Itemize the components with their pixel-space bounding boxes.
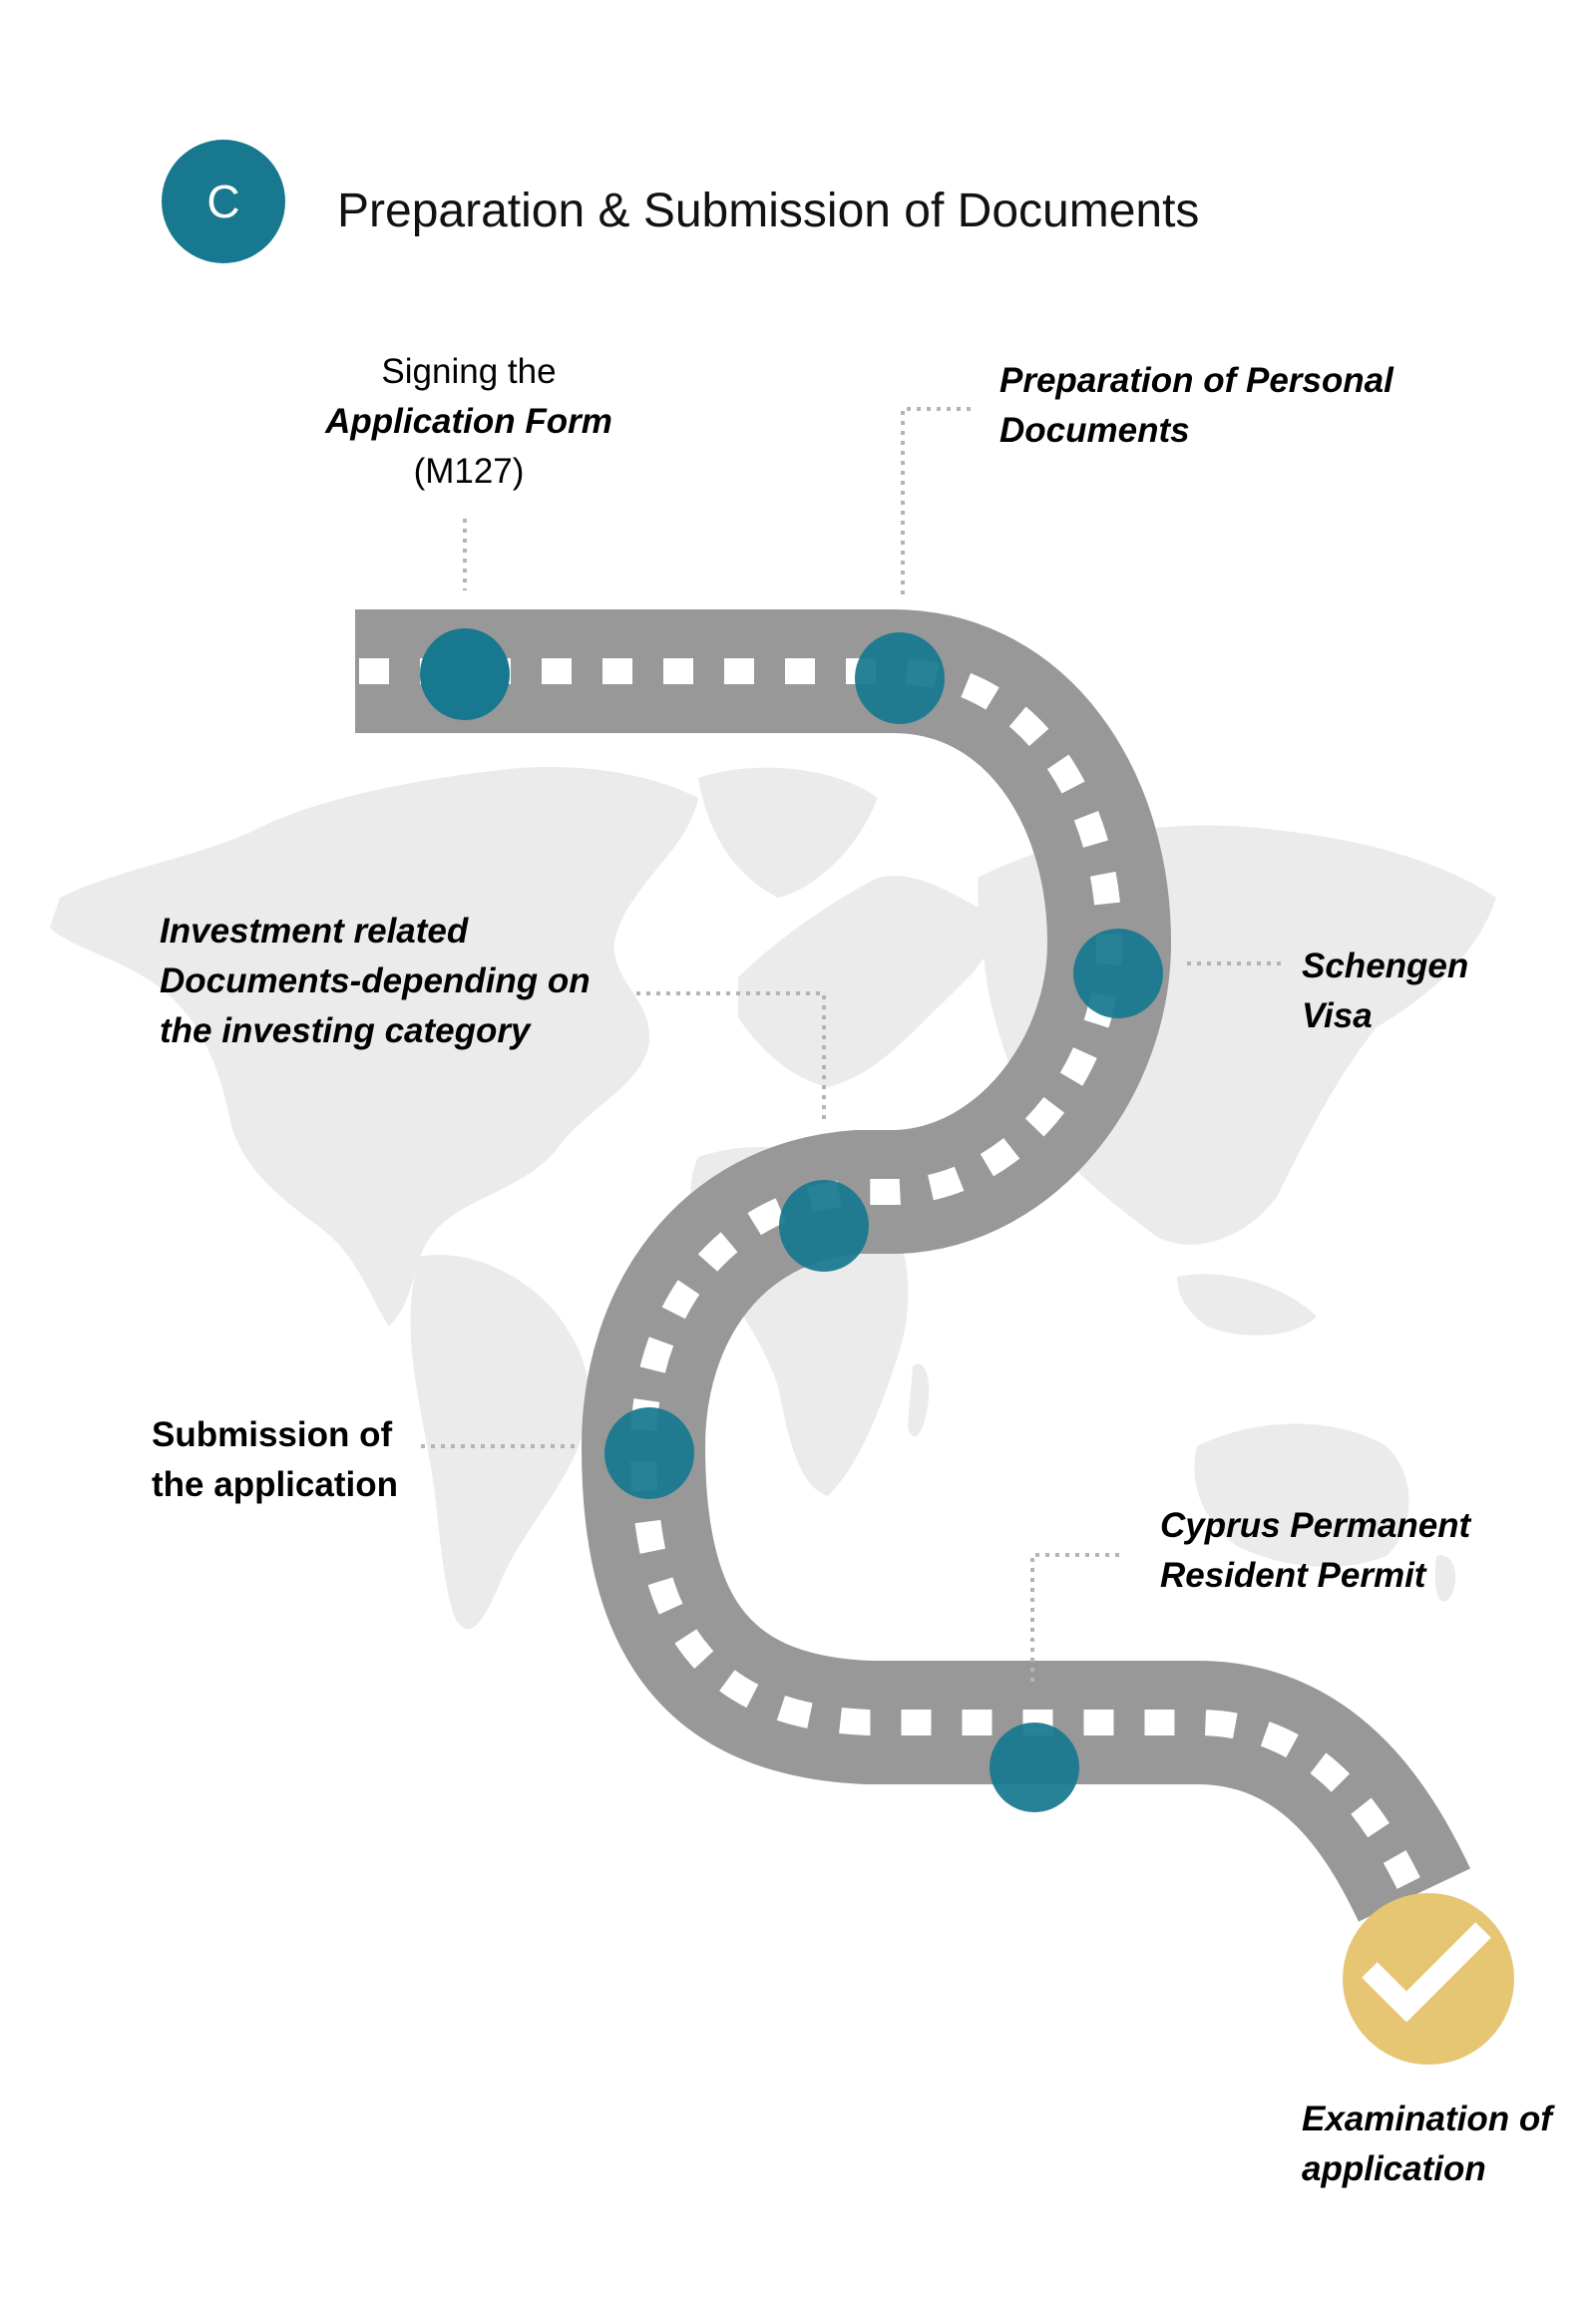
winding-road bbox=[355, 609, 1470, 1922]
map-north-america bbox=[50, 767, 698, 1327]
milestone-dot-signing bbox=[420, 628, 510, 720]
step-label-line: the investing category bbox=[160, 1011, 531, 1050]
milestone-dot-permit bbox=[990, 1723, 1079, 1812]
map-greenland bbox=[698, 767, 878, 898]
milestone-dot-schengen bbox=[1073, 929, 1163, 1018]
step-label-line: Documents bbox=[999, 411, 1190, 450]
step-label-line: Documents-depending on bbox=[160, 961, 591, 1000]
step-label-line: Application Form bbox=[325, 402, 612, 441]
step-label-line: Examination of bbox=[1302, 2100, 1552, 2138]
step-label-line: Schengen bbox=[1302, 947, 1469, 985]
step-label-personal-docs: Preparation of Personal Documents bbox=[999, 356, 1394, 456]
milestones bbox=[420, 628, 1163, 1812]
check-icon bbox=[1362, 1922, 1491, 2023]
step-label-line: application bbox=[1302, 2149, 1486, 2188]
step-label-line: Visa bbox=[1302, 996, 1373, 1035]
section-badge-letter: C bbox=[206, 176, 240, 227]
map-madagascar bbox=[908, 1363, 930, 1437]
step-label-signing: Signing the Application Form (M127) bbox=[319, 347, 618, 497]
world-map-background bbox=[50, 767, 1496, 1630]
milestone-dot-personal-docs bbox=[855, 632, 945, 724]
step-label-line: the application bbox=[152, 1465, 398, 1504]
map-southeast-asia bbox=[1177, 1274, 1317, 1336]
step-label-line: Resident Permit bbox=[1160, 1556, 1426, 1595]
final-milestone bbox=[1343, 1893, 1514, 2065]
map-australia bbox=[1194, 1423, 1409, 1567]
connector-investment bbox=[636, 991, 826, 1122]
connector-personal-docs bbox=[901, 407, 971, 594]
map-new-zealand bbox=[1434, 1555, 1456, 1602]
step-label-permit: Cyprus Permanent Resident Permit bbox=[1160, 1501, 1470, 1601]
step-label-investment: Investment related Documents-depending o… bbox=[160, 907, 591, 1056]
step-label-line: Signing the bbox=[381, 352, 557, 391]
step-label-schengen: Schengen Visa bbox=[1302, 942, 1468, 1041]
map-south-america bbox=[410, 1255, 590, 1630]
connector-lines bbox=[421, 407, 1287, 1686]
step-label-line: Investment related bbox=[160, 912, 469, 951]
step-label-submission: Submission of the application bbox=[152, 1410, 398, 1510]
milestone-dot-submission bbox=[604, 1407, 694, 1499]
milestone-dot-investment bbox=[779, 1180, 869, 1272]
step-label-examination: Examination of application bbox=[1302, 2095, 1552, 2194]
step-label-line: (M127) bbox=[413, 452, 525, 491]
step-label-line: Cyprus Permanent bbox=[1160, 1506, 1471, 1545]
section-badge: C bbox=[162, 140, 285, 263]
step-label-line: Preparation of Personal bbox=[999, 361, 1394, 400]
map-europe bbox=[738, 876, 998, 1087]
page-title: Preparation & Submission of Documents bbox=[337, 185, 1200, 237]
step-label-line: Submission of bbox=[152, 1415, 393, 1454]
road-center-dashes bbox=[355, 658, 1426, 1901]
